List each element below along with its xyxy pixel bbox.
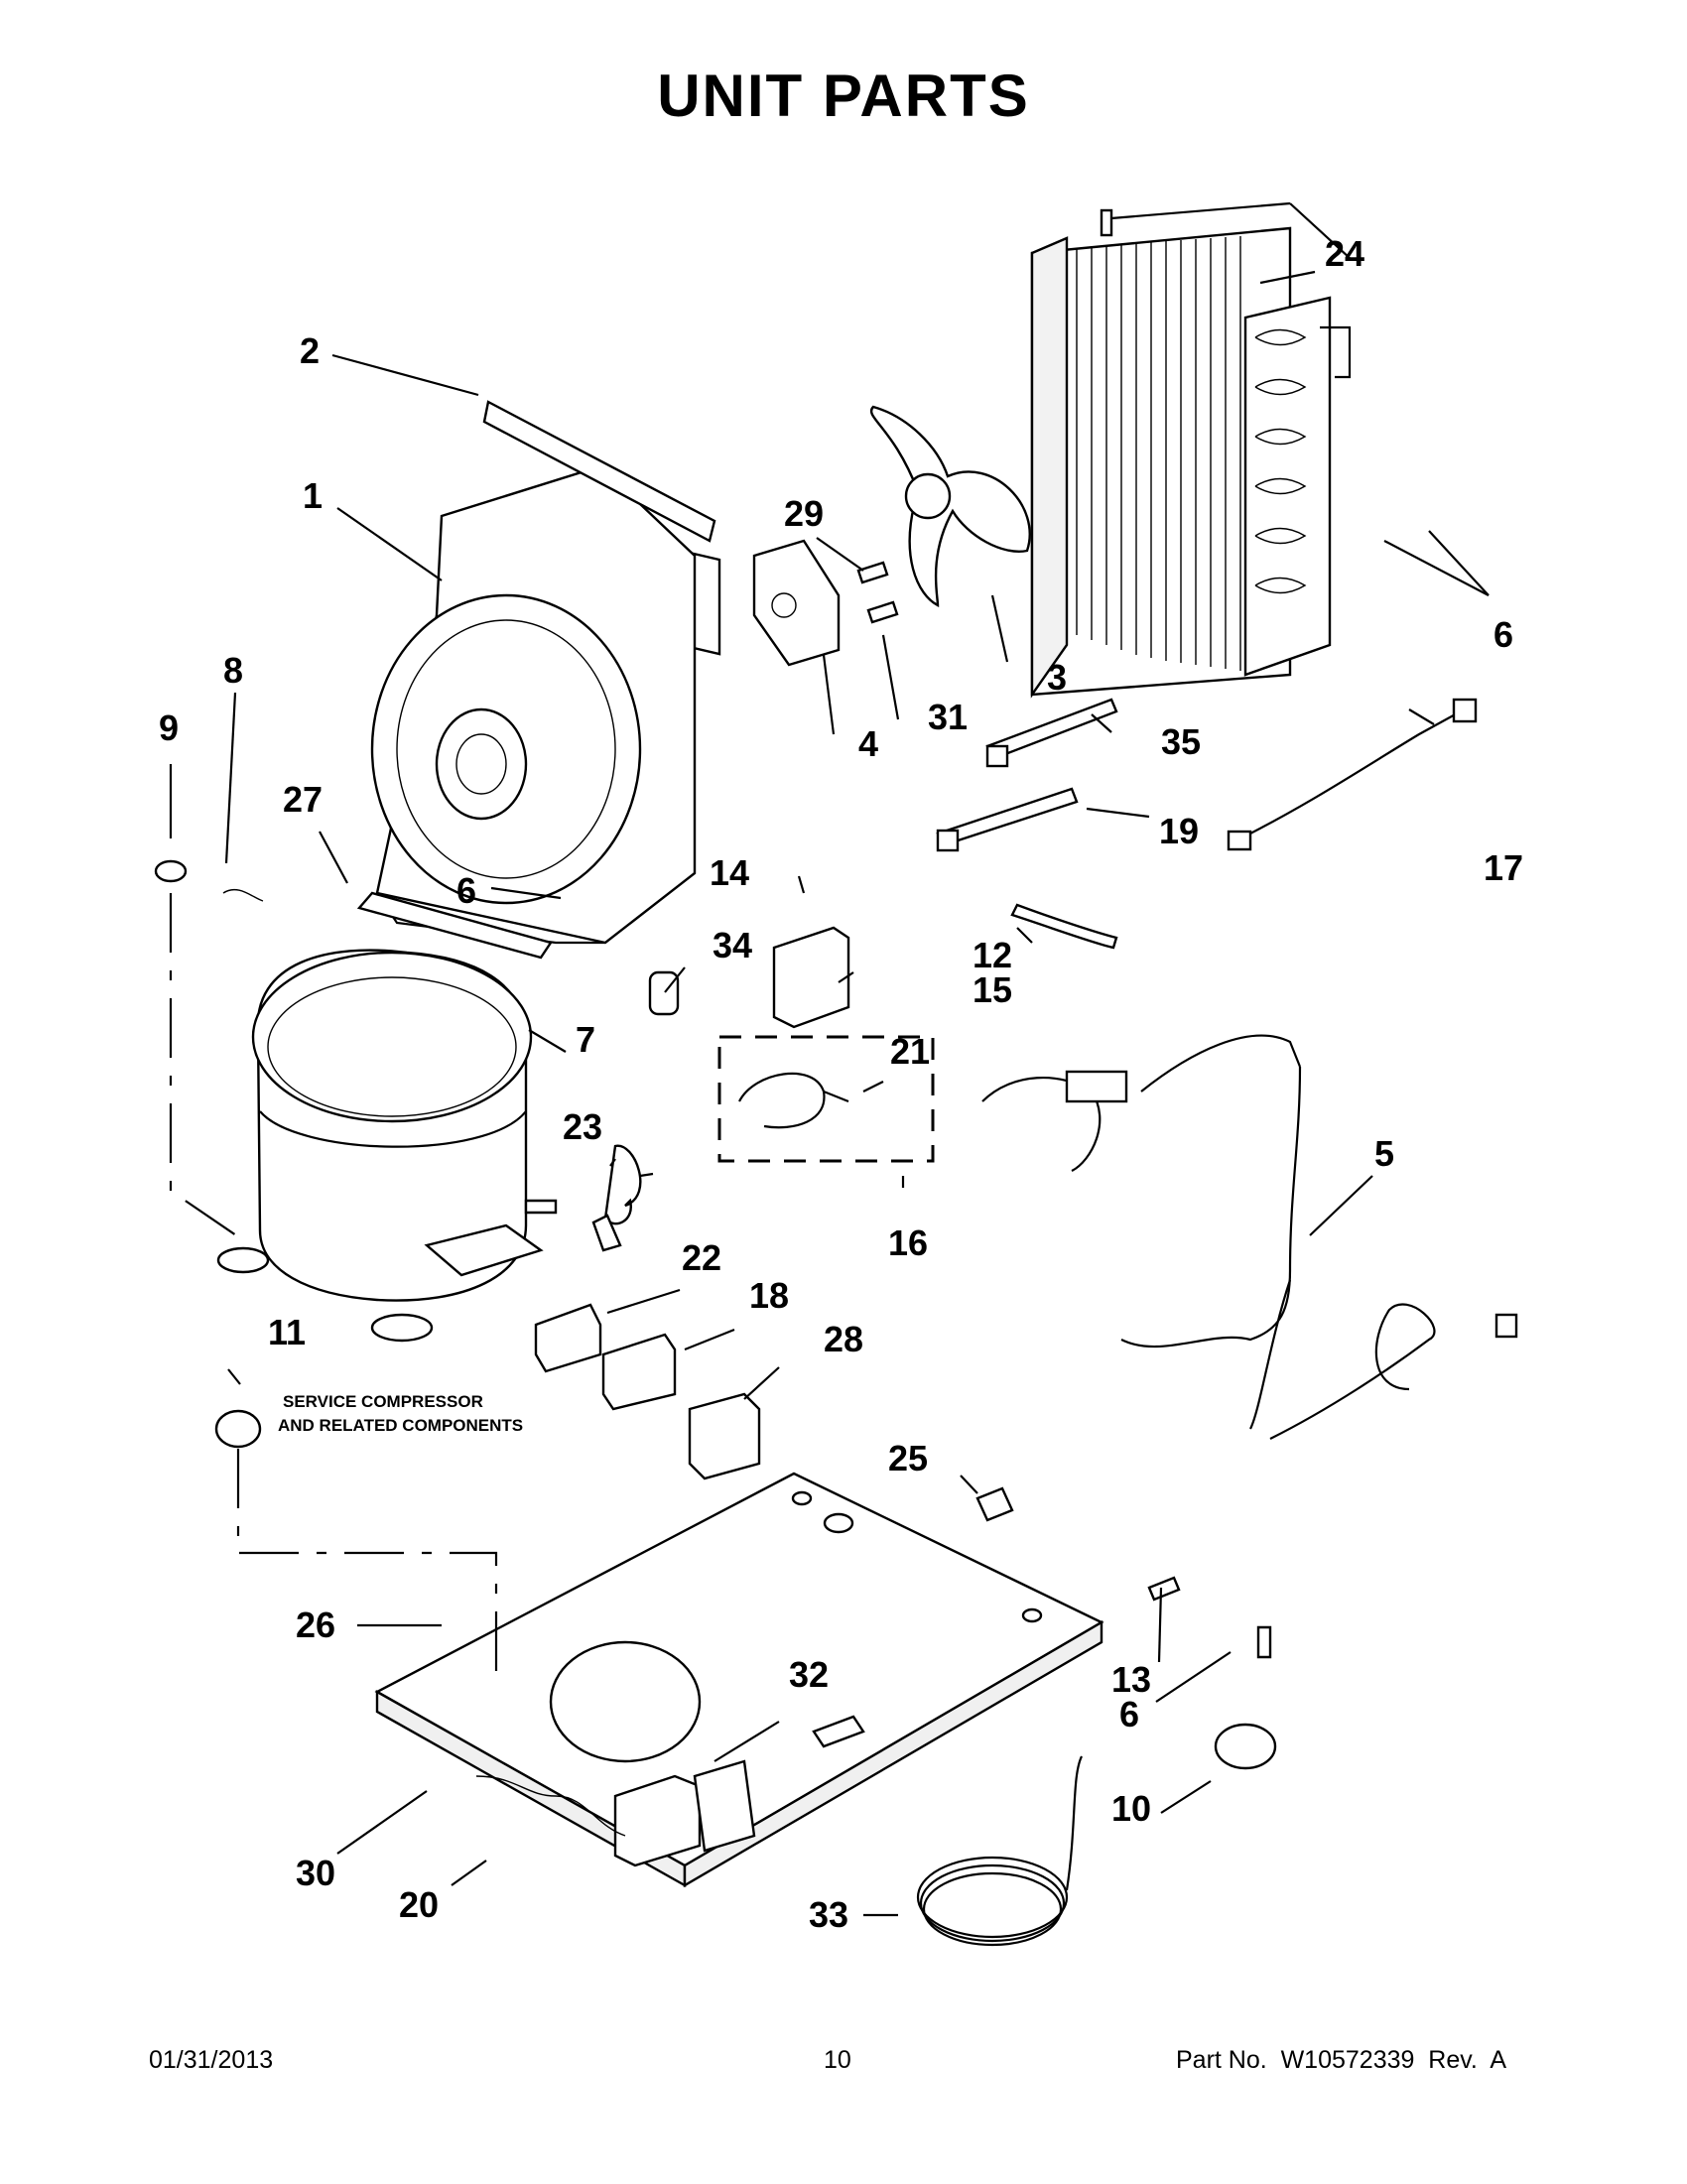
- page-title: UNIT PARTS: [657, 63, 1030, 129]
- callout-27: 27: [283, 779, 323, 820]
- service-note-line-1: SERVICE COMPRESSOR: [283, 1392, 483, 1411]
- callout-2: 2: [300, 330, 320, 371]
- fan-shroud-drawing: [370, 400, 721, 945]
- callout-19: 19: [1159, 811, 1199, 851]
- callout-35: 35: [1161, 721, 1201, 762]
- callout-29: 29: [784, 493, 824, 534]
- footer-part-number: Part No. W10572339 Rev. A: [1176, 2046, 1507, 2074]
- callout-22: 22: [682, 1237, 721, 1278]
- footer-date: 01/31/2013: [149, 2046, 274, 2074]
- callout-18: 18: [749, 1275, 789, 1316]
- callout-9: 9: [159, 707, 179, 748]
- callout-14: 14: [710, 852, 749, 893]
- callout-32: 32: [789, 1654, 829, 1695]
- callout-4: 4: [858, 723, 878, 764]
- callout-21: 21: [890, 1031, 930, 1072]
- callout-24: 24: [1325, 233, 1364, 274]
- callout-33: 33: [809, 1894, 848, 1935]
- callout-6-shroud: 6: [456, 870, 476, 911]
- misc-parts-drawing: [154, 698, 1478, 1947]
- callout-12: 12: [973, 935, 1012, 975]
- callout-11: 11: [268, 1312, 306, 1352]
- callout-17: 17: [1484, 847, 1523, 888]
- wiring-harness-drawing: [981, 1034, 1518, 1440]
- callout-20: 20: [399, 1884, 439, 1925]
- callout-10: 10: [1111, 1788, 1151, 1829]
- callout-3: 3: [1047, 657, 1067, 698]
- callout-13: 13: [1111, 1659, 1151, 1700]
- service-note-line-2: AND RELATED COMPONENTS: [278, 1416, 523, 1435]
- fan-blade-drawing: [752, 405, 1031, 667]
- callout-6-top-right: 6: [1493, 614, 1513, 655]
- callout-1: 1: [303, 475, 323, 516]
- callout-28: 28: [824, 1319, 863, 1359]
- callout-16: 16: [888, 1222, 928, 1263]
- base-pan-drawing: [374, 1472, 1104, 1888]
- callout-25: 25: [888, 1438, 928, 1478]
- callout-8: 8: [223, 650, 243, 691]
- callout-15: 15: [973, 969, 1012, 1010]
- condenser-coil-drawing: [1030, 201, 1352, 699]
- callout-5: 5: [1374, 1133, 1394, 1174]
- callout-numbers: 1 2 3 4 5 6 6 6 7 8 9 10 11 12 13 14 15 …: [159, 233, 1523, 1935]
- compressor-drawing: [216, 949, 558, 1343]
- footer-page-number: 10: [824, 2046, 851, 2074]
- callout-6-base: 6: [1119, 1694, 1139, 1734]
- callout-26: 26: [296, 1605, 335, 1645]
- callout-34: 34: [713, 925, 752, 965]
- leader-lines: [169, 270, 1490, 1917]
- callout-31: 31: [928, 697, 968, 737]
- callout-7: 7: [576, 1019, 595, 1060]
- callout-30: 30: [296, 1853, 335, 1893]
- callout-23: 23: [563, 1106, 602, 1147]
